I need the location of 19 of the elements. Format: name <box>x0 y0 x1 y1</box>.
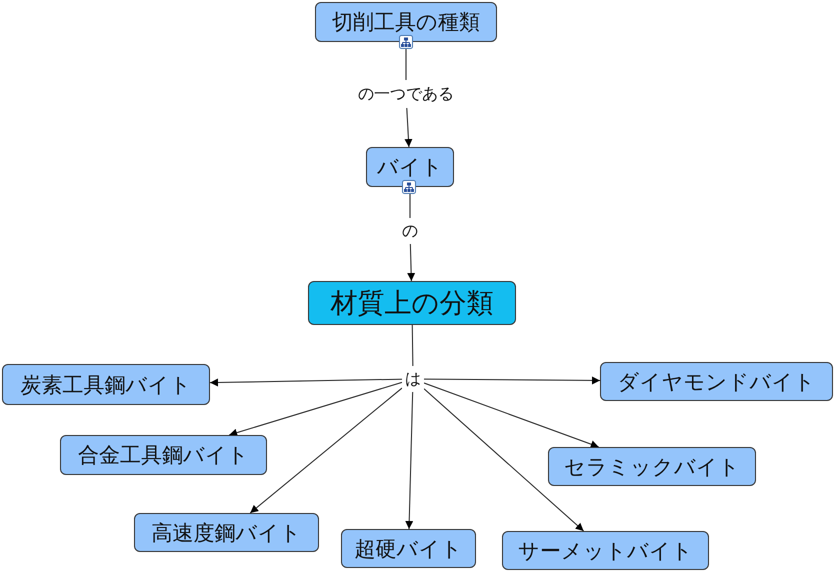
arrow <box>250 388 402 514</box>
concept-box: ダイヤモンドバイト <box>600 362 833 401</box>
concept-box: セラミックバイト <box>548 447 756 486</box>
concept-box: サーメットバイト <box>502 531 709 570</box>
concept-box: 合金工具鋼バイト <box>60 435 267 475</box>
concept-box: 超硬バイト <box>341 529 476 568</box>
arrow <box>404 108 412 148</box>
arrow <box>228 382 402 436</box>
concept-box: 材質上の分類 <box>308 281 516 325</box>
concept-box: バイト <box>366 147 454 187</box>
arrow <box>210 378 402 386</box>
arrow <box>424 388 584 532</box>
concept-box: 炭素工具鋼バイト <box>2 364 210 405</box>
concept-box: 切削工具の種類 <box>315 2 497 42</box>
arrow <box>424 376 600 384</box>
arrow <box>424 382 600 448</box>
concept-box: 高速度鋼バイト <box>134 513 319 552</box>
arrow <box>405 392 414 530</box>
arrow <box>407 244 416 282</box>
